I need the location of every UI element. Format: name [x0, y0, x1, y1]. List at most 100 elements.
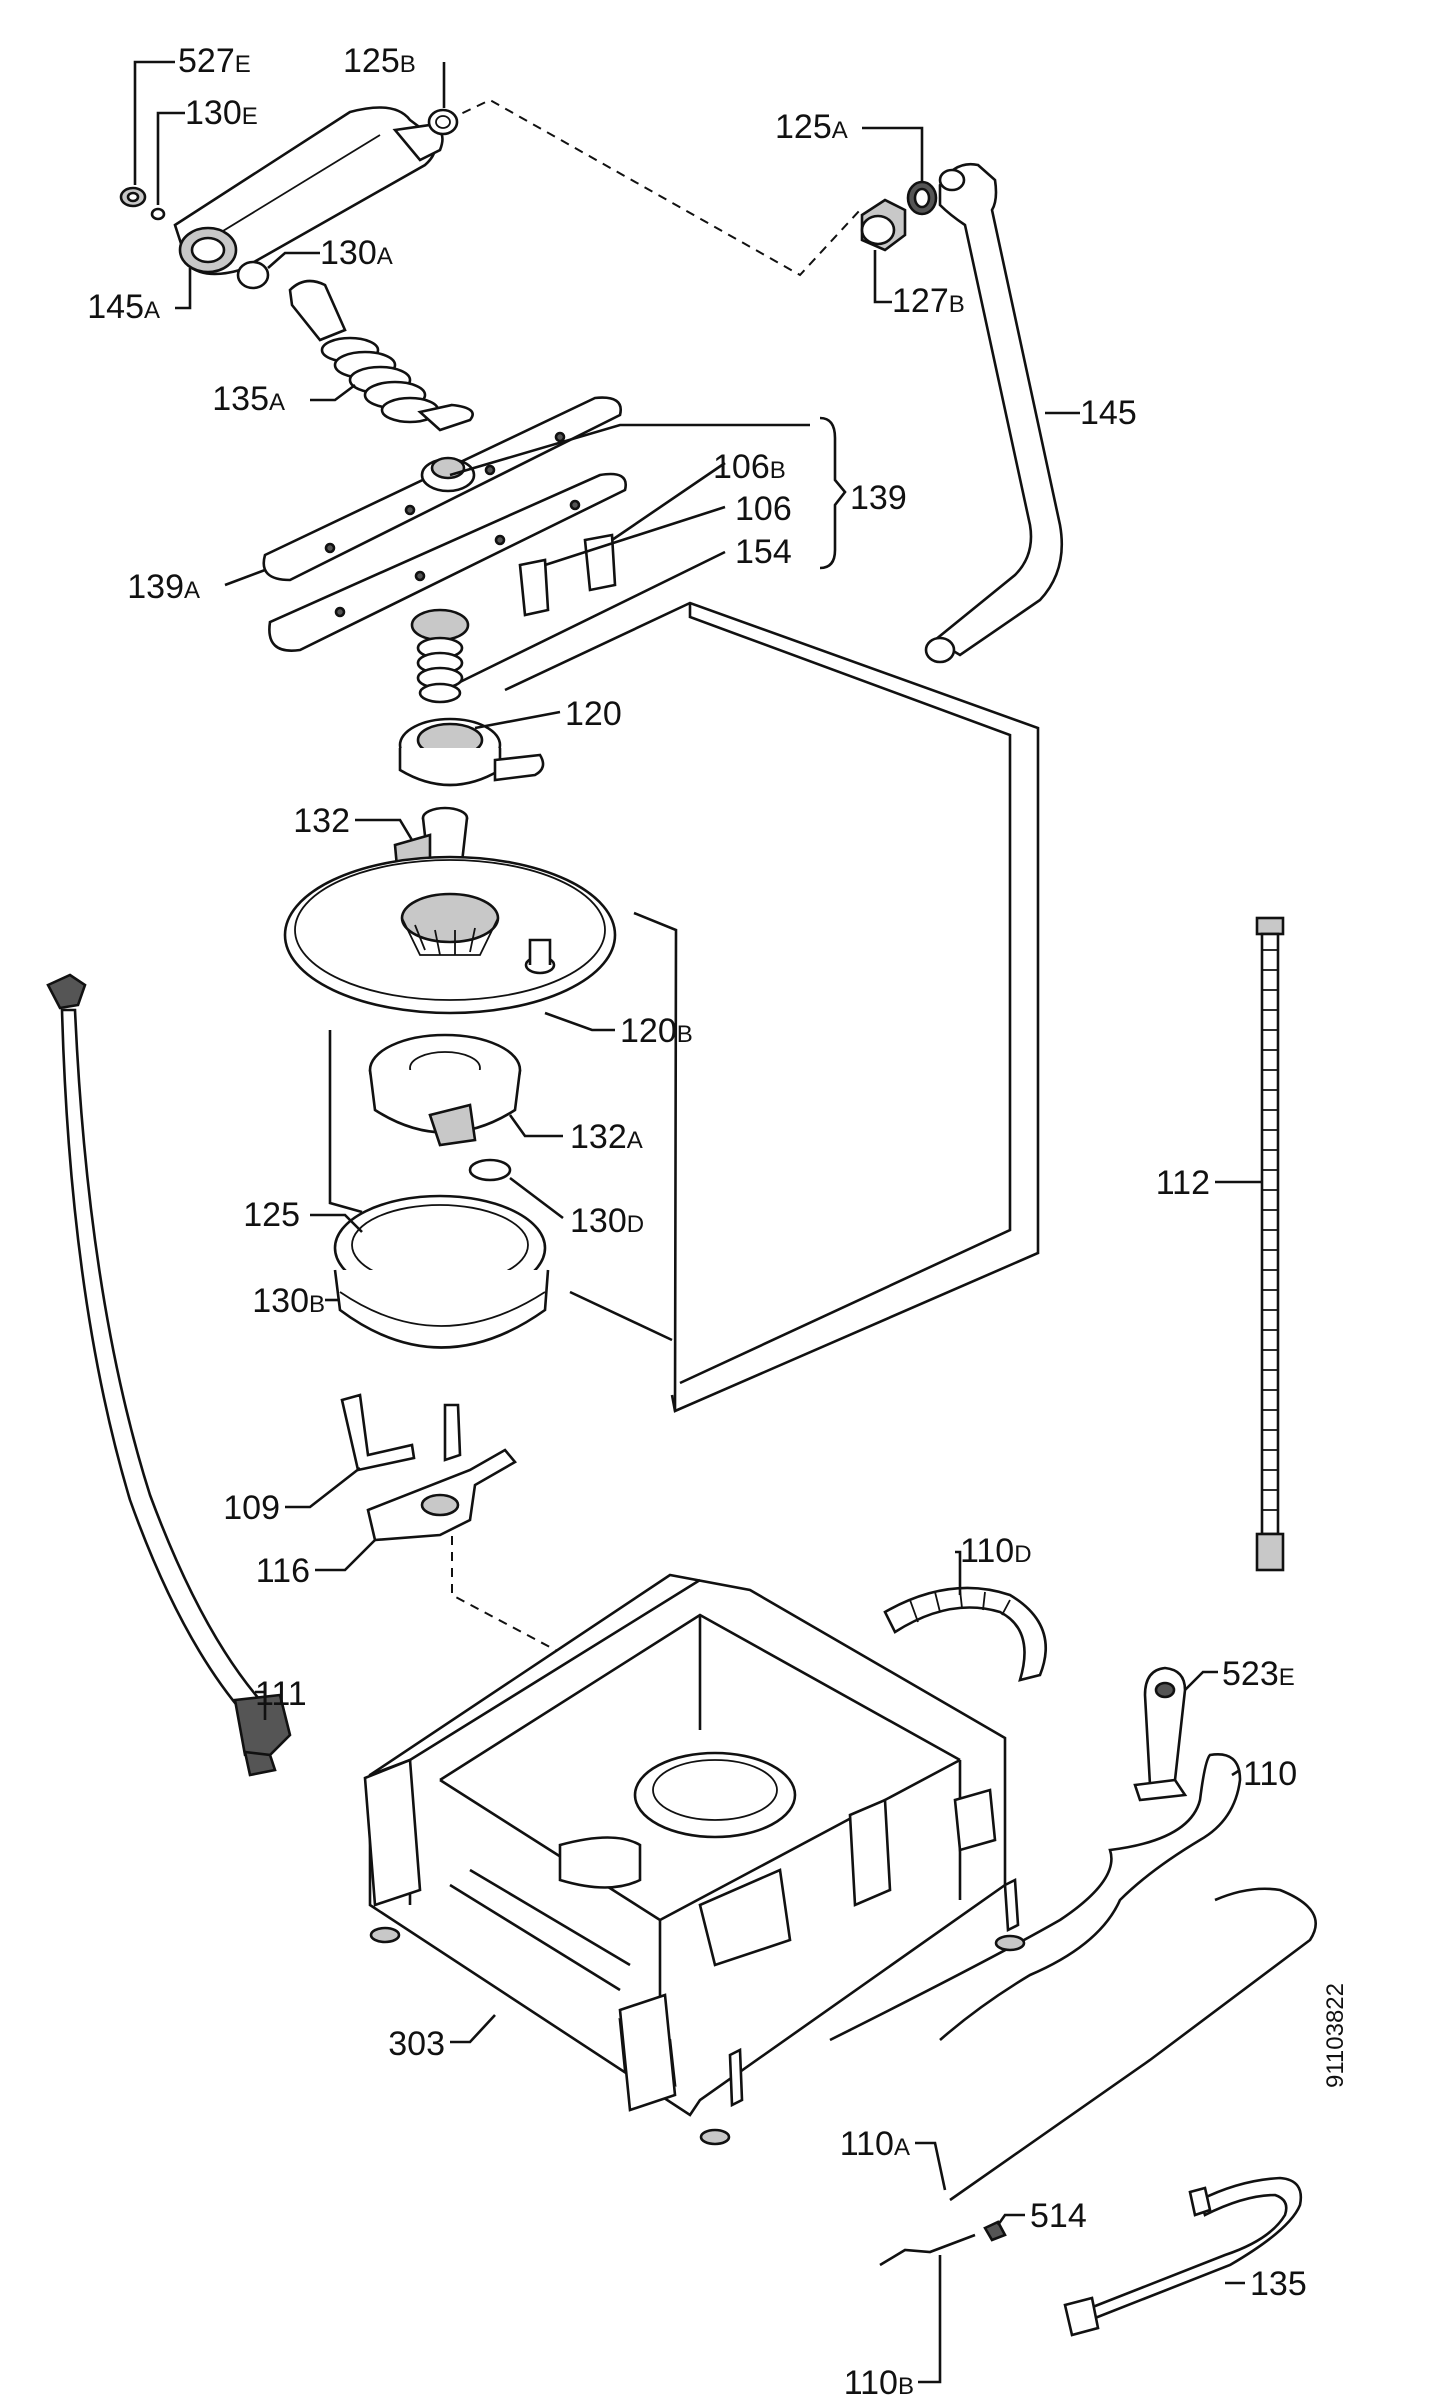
callout-number: 127: [892, 282, 949, 320]
callout-label-132a: 132A: [570, 1118, 643, 1156]
callout-number: 132: [293, 802, 350, 840]
part-130e-oring: [150, 207, 166, 221]
callout-label-116: 116: [256, 1552, 310, 1590]
part-120b-filter-plate: [283, 855, 617, 1015]
callout-label-145: 145: [1080, 394, 1137, 432]
callout-label-110b: 110B: [844, 2364, 914, 2400]
callout-number: 106: [735, 490, 792, 528]
part-116-valve: [366, 1403, 517, 1542]
callout-label-527e: 527E: [178, 42, 251, 80]
callout-label-125a: 125A: [775, 108, 848, 146]
callout-label-120b: 120B: [620, 1012, 693, 1050]
callout-label-130a: 130A: [320, 234, 393, 272]
part-112-corrugated-hose: [1255, 916, 1285, 1572]
leader-lines: [133, 60, 1262, 2384]
assembly-guide-lines: [447, 98, 861, 1801]
callout-label-125: 125: [243, 1196, 300, 1234]
callout-label-110a: 110A: [840, 2125, 910, 2163]
callout-number: 139: [850, 479, 907, 517]
callout-number: 303: [388, 2025, 445, 2063]
callout-suffix: A: [144, 297, 160, 324]
part-127b-nut: [860, 198, 907, 252]
callout-number: 135: [1250, 2265, 1307, 2303]
callout-label-106: 106: [735, 490, 792, 528]
part-130b-seal: [333, 1269, 550, 1349]
callout-label-111: 111: [255, 1675, 307, 1713]
part-111-inlet-hose: [46, 973, 292, 1777]
part-110d-drain-hose: [883, 1586, 1048, 1682]
callout-label-303: 303: [388, 2025, 445, 2063]
callout-number: 130: [320, 234, 377, 272]
callout-label-125b: 125B: [343, 42, 416, 80]
callout-label-135a: 135A: [212, 380, 285, 418]
part-514-fitting: [983, 2220, 1007, 2242]
part-135a-bellows: [288, 279, 474, 432]
callout-number: 110: [960, 1532, 1014, 1570]
callout-label-110d: 110D: [960, 1532, 1032, 1570]
callout-number: 523: [1222, 1655, 1279, 1693]
part-132a-housing: [368, 1033, 522, 1147]
callout-suffix: B: [400, 51, 416, 78]
callout-suffix: E: [1279, 1664, 1295, 1691]
part-110-cable: [829, 1752, 1242, 2042]
callout-number: 130: [185, 94, 242, 132]
callout-number: 109: [223, 1489, 280, 1527]
callout-number: 139: [127, 568, 184, 606]
callout-label-145a: 145A: [87, 288, 160, 326]
part-110b-tube: [879, 2233, 976, 2267]
part-125a-washer: [906, 180, 938, 216]
callout-suffix: B: [898, 2373, 914, 2400]
callout-label-514: 514: [1030, 2197, 1087, 2235]
callout-number: 132: [570, 1118, 627, 1156]
callout-label-139: 139: [850, 479, 907, 517]
part-109-bracket: [340, 1393, 416, 1472]
callout-number: 125: [775, 108, 832, 146]
callout-number: 112: [1156, 1164, 1210, 1202]
callout-label-112: 112: [1156, 1164, 1210, 1202]
callout-suffix: B: [770, 457, 786, 484]
callout-suffix: A: [894, 2134, 910, 2161]
callout-suffix: B: [677, 1021, 693, 1048]
callout-number: 145: [87, 288, 144, 326]
callout-number: 527: [178, 42, 235, 80]
callout-suffix: A: [832, 117, 848, 144]
part-130d-oring: [468, 1158, 512, 1182]
part-523e-bracket: [1133, 1666, 1188, 1802]
part-130a-oring: [236, 260, 270, 290]
callout-label-154: 154: [735, 533, 792, 571]
callout-label-130b: 130B: [252, 1282, 325, 1320]
callout-number: 120: [565, 695, 622, 733]
callout-suffix: D: [627, 1211, 644, 1238]
callout-number: 130: [252, 1282, 309, 1320]
callout-suffix: B: [949, 291, 965, 318]
callout-suffix: A: [184, 577, 200, 604]
part-110a-rod: [949, 1887, 1317, 2202]
callout-label-110: 110: [1243, 1755, 1297, 1793]
callout-label-109: 109: [223, 1489, 280, 1527]
callout-label-127b: 127B: [892, 282, 965, 320]
callout-suffix: A: [377, 243, 393, 270]
part-spray-arm-spring: [410, 608, 470, 704]
callout-number: 125: [243, 1196, 300, 1234]
callout-number: 514: [1030, 2197, 1087, 2235]
part-303-base-frame: [363, 1573, 1026, 2146]
callout-suffix: E: [235, 51, 251, 78]
callout-number: 116: [256, 1552, 310, 1590]
callout-number: 106: [713, 448, 770, 486]
document-id: 91103822: [1322, 1983, 1349, 2088]
callout-number: 110: [844, 2364, 898, 2400]
callout-suffix: A: [269, 389, 285, 416]
callout-number: 130: [570, 1202, 627, 1240]
part-125b-washer: [427, 108, 459, 136]
callout-number: 110: [840, 2125, 894, 2163]
callout-label-130d: 130D: [570, 1202, 644, 1240]
part-139a-spray-arm: [262, 396, 627, 652]
callout-number: 154: [735, 533, 792, 571]
callout-label-106b: 106B: [713, 448, 786, 486]
part-154-clip: [518, 558, 550, 617]
callout-number: 125: [343, 42, 400, 80]
part-527e-nut: [119, 186, 147, 208]
